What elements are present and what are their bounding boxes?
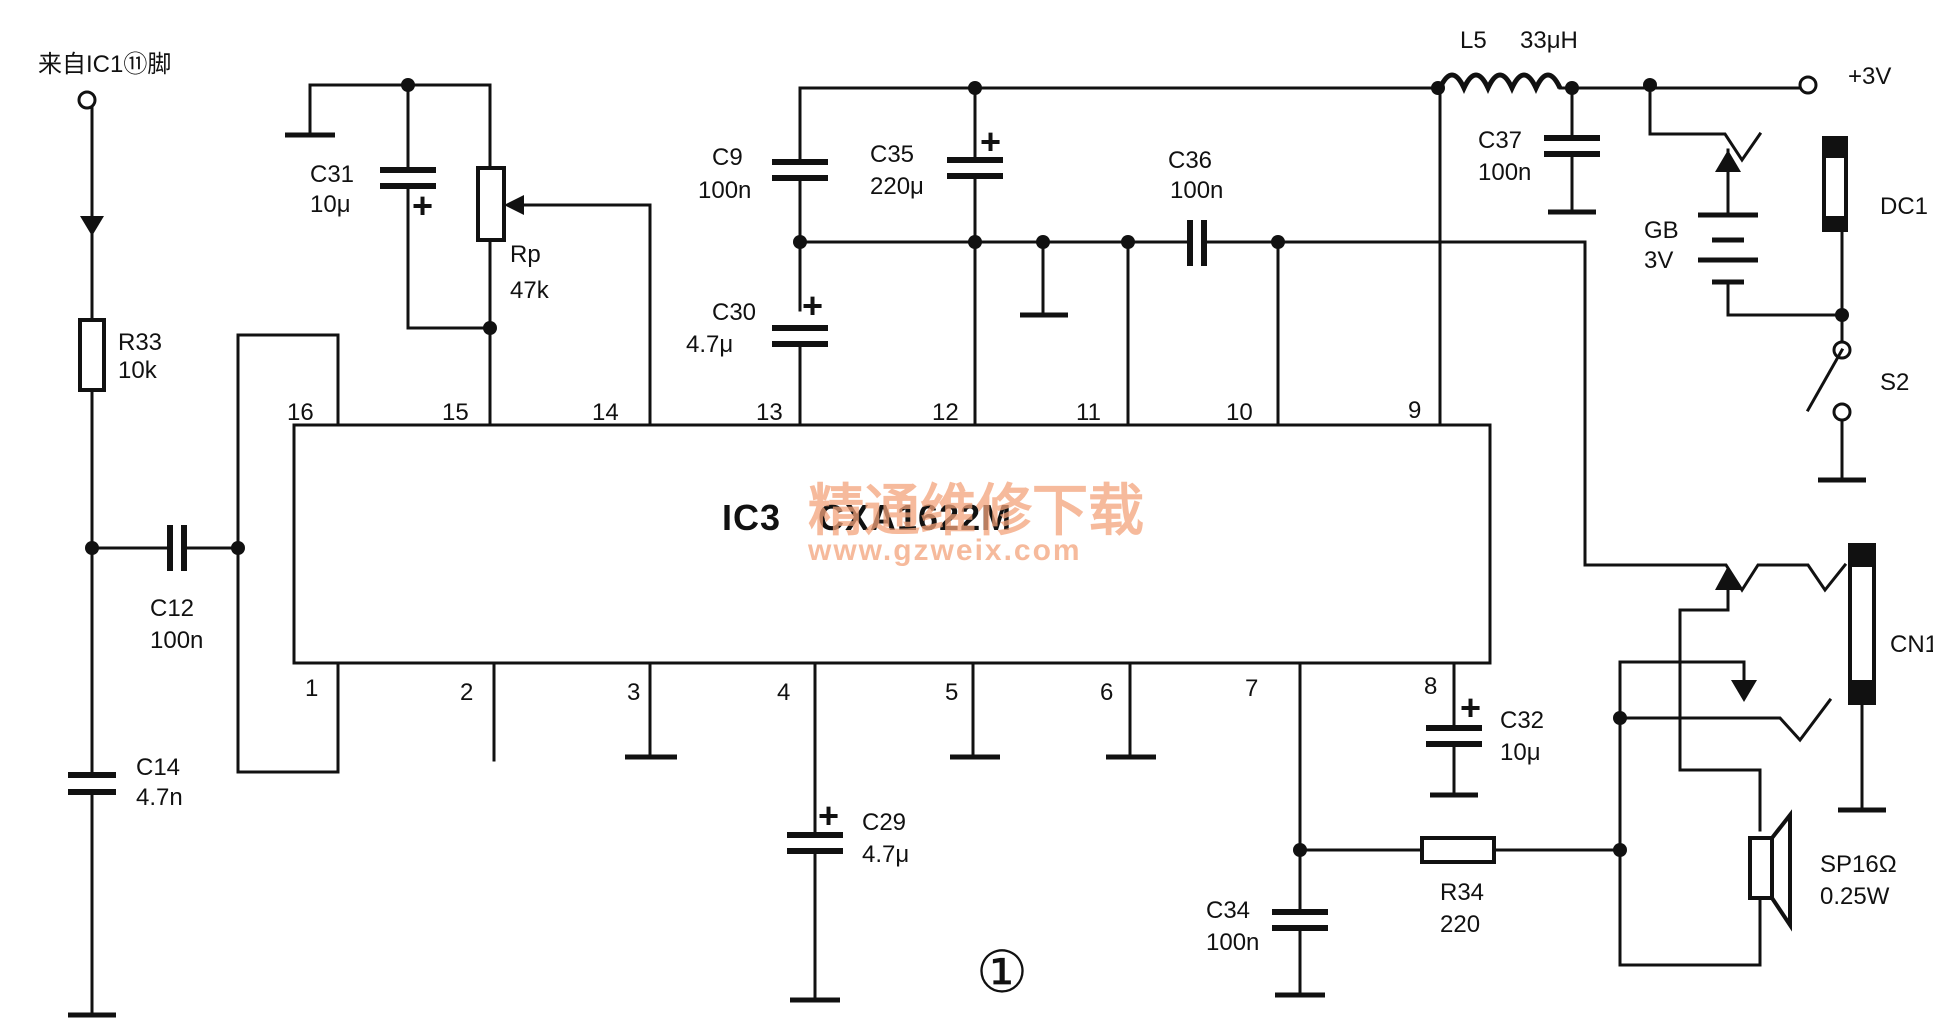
ic-ref: IC3 <box>722 497 781 538</box>
sp-value: 0.25W <box>1820 883 1890 910</box>
pin-6: 6 <box>1100 679 1113 706</box>
headphone-jack-cn1 <box>1848 543 1876 705</box>
c29-value: 4.7μ <box>862 841 909 868</box>
c34-value: 100n <box>1206 929 1259 956</box>
l5-ref: L5 <box>1460 27 1487 54</box>
r33-ref: R33 <box>118 329 162 356</box>
pin-5: 5 <box>945 679 958 706</box>
pin-9: 9 <box>1408 397 1421 424</box>
pin-12: 12 <box>932 399 959 426</box>
c34-ref: C34 <box>1206 897 1250 924</box>
volume-section: + C31 10μ Rp 47k <box>285 78 652 427</box>
dc1-ref: DC1 <box>1880 193 1928 220</box>
figure-number: ① <box>976 938 1028 1006</box>
jack-contact-icon <box>1731 680 1757 702</box>
pin-16: 16 <box>287 399 314 426</box>
r34-value: 220 <box>1440 911 1480 938</box>
speaker-sp <box>1748 836 1774 900</box>
jack-contact-icon <box>1715 150 1741 172</box>
c14-ref: C14 <box>136 754 180 781</box>
c9-ref: C9 <box>712 144 743 171</box>
pin-13: 13 <box>756 399 783 426</box>
c12-value: 100n <box>150 627 203 654</box>
polarity-plus: + <box>1460 687 1481 728</box>
signal-arrow-icon <box>80 216 104 236</box>
c29-ref: C29 <box>862 809 906 836</box>
gb-value: 3V <box>1644 247 1673 274</box>
sp-ref: SP16Ω <box>1820 851 1897 878</box>
pin-8: 8 <box>1424 673 1437 700</box>
switch-s2-lever <box>1805 347 1845 413</box>
c36-ref: C36 <box>1168 147 1212 174</box>
c30-ref: C30 <box>712 299 756 326</box>
r34-ref: R34 <box>1440 879 1484 906</box>
c32-ref: C32 <box>1500 707 1544 734</box>
c35-value: 220μ <box>870 173 924 200</box>
pin-7: 7 <box>1245 675 1258 702</box>
source-label: 来自IC1⑪脚 <box>38 51 171 78</box>
jack-contact-icon <box>1715 566 1741 590</box>
watermark: 精通维修下载 www.gzweix.com <box>807 479 1144 567</box>
pin-10: 10 <box>1226 399 1253 426</box>
watermark-title: 精通维修下载 <box>808 479 1144 544</box>
rp-value: 47k <box>510 277 550 304</box>
power-section: L5 33μH +3V C37 100n GB 3V DC1 <box>1437 27 1928 483</box>
pin-2: 2 <box>460 679 473 706</box>
inductor-l5 <box>1437 72 1563 94</box>
wiper-arrow-icon <box>504 195 524 215</box>
polarity-plus: + <box>818 795 839 836</box>
c31-value: 10μ <box>310 191 351 218</box>
output-section: CN1 SP16Ω 0.25W R34 220 C34 100n + <box>787 240 1933 1003</box>
watermark-url: www.gzweix.com <box>807 534 1082 567</box>
potentiometer-rp <box>476 166 506 242</box>
c35-ref: C35 <box>870 141 914 168</box>
ic-body <box>292 423 1492 665</box>
c36-value: 100n <box>1170 177 1223 204</box>
l5-value: 33μH <box>1520 27 1578 54</box>
ic3-chip: IC3 CXA1622M 16 15 14 13 12 11 10 9 1 2 … <box>287 397 1492 762</box>
pin-14: 14 <box>592 399 619 426</box>
resistor-r34 <box>1420 836 1496 864</box>
polarity-plus: + <box>980 121 1001 162</box>
input-chain: 来自IC1⑪脚 R33 10k C12 100n C14 4.7n <box>38 51 340 1018</box>
ic-part-number: CXA1622M <box>818 497 1012 538</box>
c14-value: 4.7n <box>136 784 183 811</box>
gb-ref: GB <box>1644 217 1679 244</box>
s2-ref: S2 <box>1880 369 1909 396</box>
supply-terminal <box>1798 75 1818 95</box>
c31-ref: C31 <box>310 161 354 188</box>
pin-3: 3 <box>627 679 640 706</box>
polarity-plus: + <box>412 185 433 226</box>
pin-11: 11 <box>1076 399 1101 426</box>
polarity-plus: + <box>802 285 823 326</box>
pin-15: 15 <box>442 399 469 426</box>
pin-4: 4 <box>777 679 790 706</box>
r33-value: 10k <box>118 357 158 384</box>
decoupling-section: C9 100n + C30 4.7μ + C35 220μ C36 100n <box>686 81 1587 427</box>
c32-value: 10μ <box>1500 739 1541 766</box>
input-terminal <box>77 90 97 110</box>
pin-1: 1 <box>305 675 318 702</box>
resistor-r33 <box>78 318 106 392</box>
supply-label: +3V <box>1848 63 1891 90</box>
c9-value: 100n <box>698 177 751 204</box>
c37-ref: C37 <box>1478 127 1522 154</box>
c12-ref: C12 <box>150 595 194 622</box>
c37-value: 100n <box>1478 159 1531 186</box>
rp-ref: Rp <box>510 241 541 268</box>
cn1-ref: CN1 <box>1890 631 1933 658</box>
c30-value: 4.7μ <box>686 331 733 358</box>
